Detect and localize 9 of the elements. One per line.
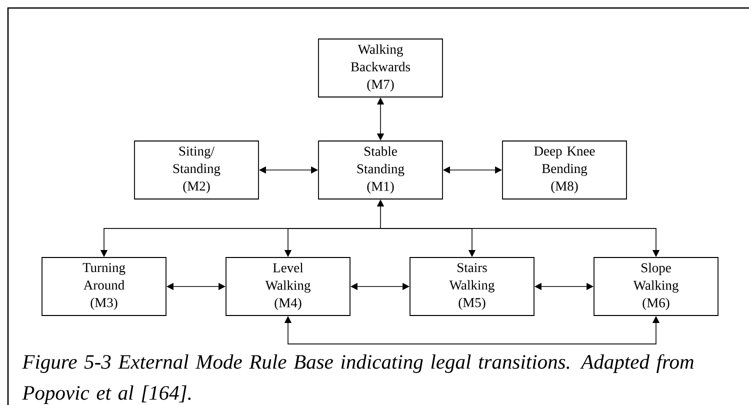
mode-box: Stairs Walking (M5) xyxy=(410,257,534,316)
figure-caption: Figure 5-3 External Mode Rule Base indicating legal transitions. Adapted from Popovic et al [164]. xyxy=(22,354,694,404)
mode-box: Turning Around (M3) xyxy=(42,257,166,316)
mode-box: Stable Standing (M1) xyxy=(318,140,443,200)
mode-box: Slope Walking (M6) xyxy=(594,257,718,316)
mode-box: Walking Backwards (M7) xyxy=(318,38,443,98)
mode-box: Level Walking (M4) xyxy=(226,257,350,316)
mode-box: Deep Knee Bending (M8) xyxy=(502,140,627,200)
mode-box: Siting/ Standing (M2) xyxy=(134,140,259,200)
